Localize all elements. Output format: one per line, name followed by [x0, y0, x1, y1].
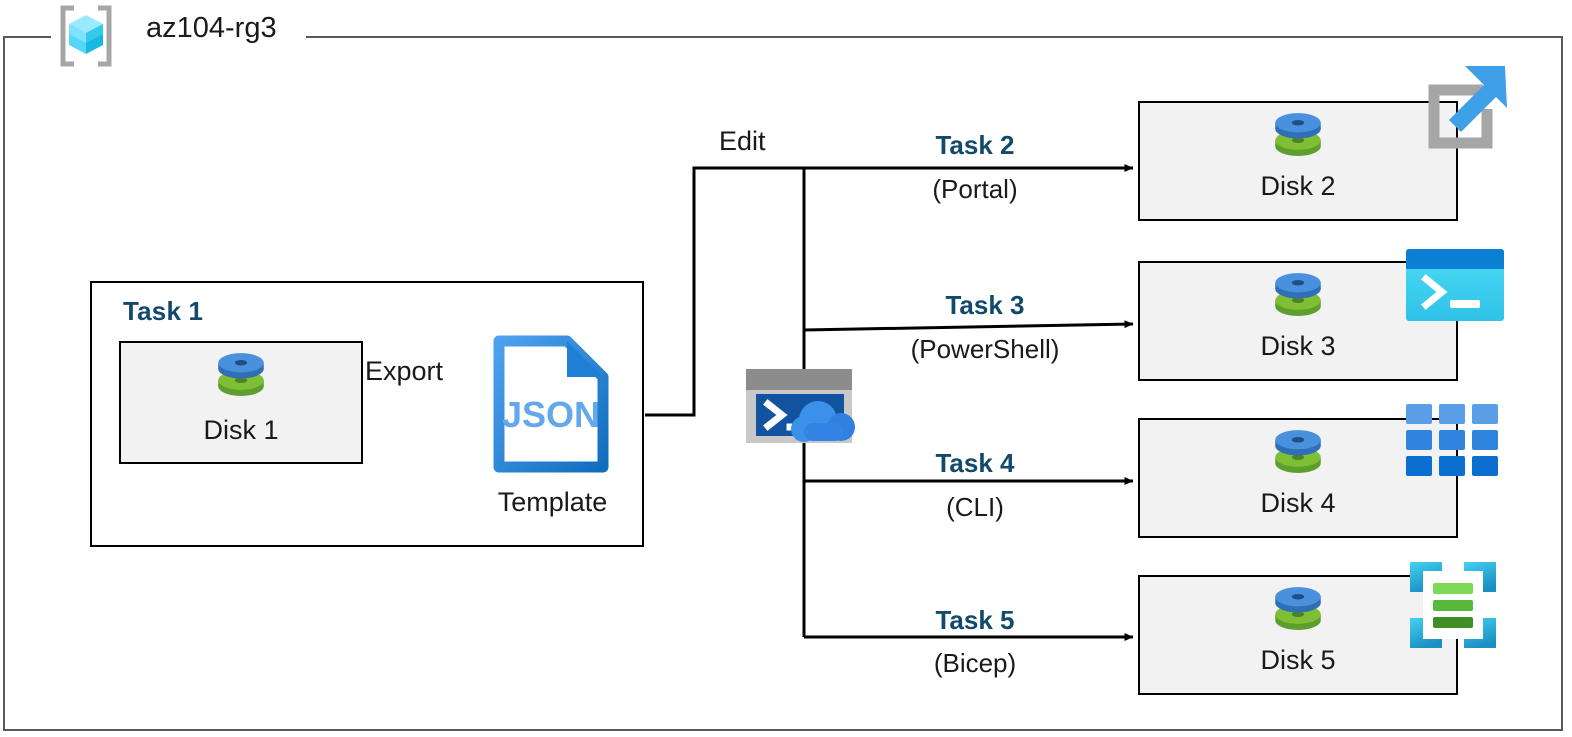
disk2-icon: [1140, 113, 1456, 164]
task5-method-label: (Bicep): [933, 648, 1017, 678]
azure-resource-group-icon: [52, 2, 120, 70]
disk4-box: Disk 4: [1138, 418, 1458, 538]
disk3-icon: [1140, 273, 1456, 324]
disk5-label: Disk 5: [1260, 645, 1336, 675]
azure-portal-icon: [1408, 60, 1514, 166]
task5-label: Task 5: [935, 605, 1015, 635]
task4-method-label: (CLI): [946, 492, 1004, 522]
cloud-shape: [791, 401, 855, 442]
task2-label: Task 2: [935, 130, 1015, 160]
task2-method-label: (Portal): [932, 174, 1018, 204]
disk1-icon: [121, 353, 361, 404]
resource-group-frame-top-right: [306, 36, 1563, 38]
disk5-icon: [1140, 587, 1456, 638]
edit-edge-label: Edit: [719, 126, 766, 156]
disk4-label: Disk 4: [1260, 488, 1336, 518]
resource-group-frame-right: [1561, 36, 1563, 731]
disk4-icon: [1140, 430, 1456, 481]
bicep-icon: [1406, 558, 1500, 652]
task4-label: Task 4: [935, 448, 1015, 478]
disk3-box: Disk 3: [1138, 261, 1458, 381]
task1-label: Task 1: [123, 296, 204, 326]
azure-cli-icon: [1406, 404, 1498, 476]
resource-group-name: az104-rg3: [146, 12, 277, 44]
json-file-icon: JSON: [489, 334, 613, 474]
resource-group-frame-left: [3, 36, 5, 731]
task3-arrow: [803, 320, 1134, 332]
template-caption: Template: [497, 487, 608, 517]
cloud-shell-icon: [742, 365, 866, 447]
disk3-label: Disk 3: [1260, 331, 1336, 361]
disk2-label: Disk 2: [1260, 171, 1336, 201]
disk2-box: Disk 2: [1138, 101, 1458, 221]
powershell-icon: [1406, 249, 1504, 321]
disk1-label: Disk 1: [203, 415, 279, 445]
resource-group-frame-bottom: [3, 729, 1563, 731]
disk1-box: Disk 1: [119, 341, 363, 464]
json-file-label: JSON: [502, 394, 600, 435]
task3-method-label: (PowerShell): [910, 334, 1060, 364]
resource-group-frame-top-left: [3, 36, 51, 38]
disk5-box: Disk 5: [1138, 575, 1458, 695]
export-edge-label: Export: [365, 356, 444, 386]
task3-label: Task 3: [945, 290, 1025, 320]
